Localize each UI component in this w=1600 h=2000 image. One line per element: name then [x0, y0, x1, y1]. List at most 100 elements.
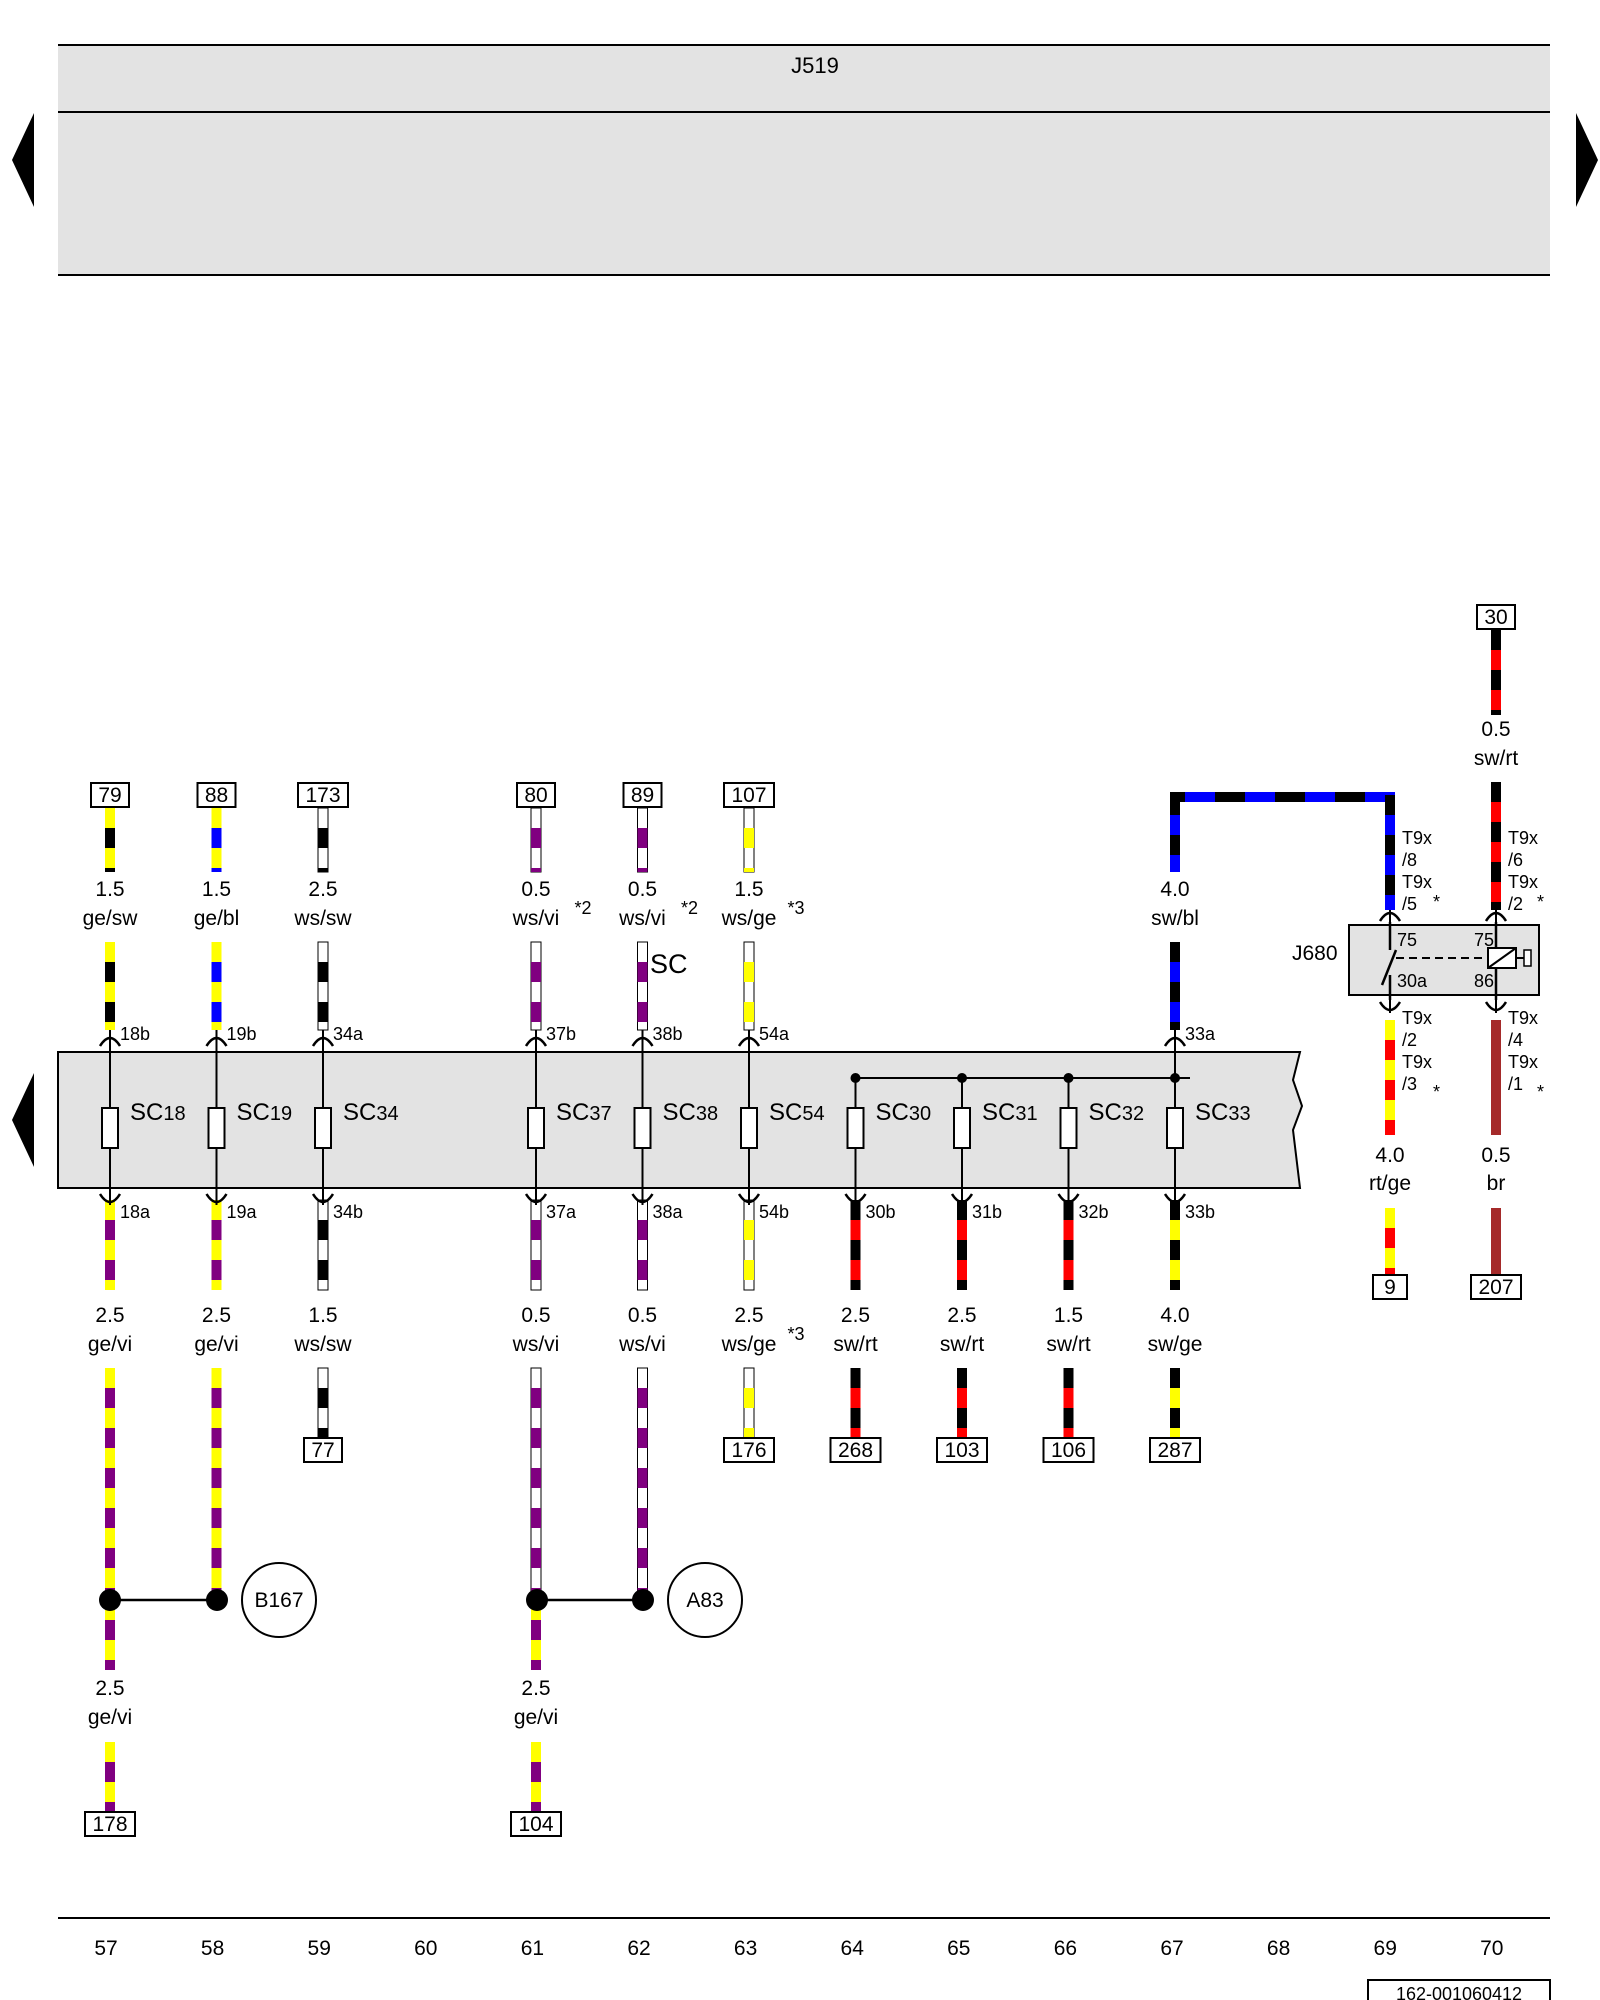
top-wire-57-ref-text: 79	[98, 784, 121, 807]
top-wire-63-upper	[743, 807, 755, 873]
relay-out-left-upper	[1385, 1020, 1395, 1135]
lower-wire-57-upper	[105, 1600, 115, 1670]
relay-conn-left-top-2: T9x	[1402, 872, 1432, 892]
top-wire-61-ref-text: 80	[524, 784, 547, 807]
component-b167-label: B167	[254, 1589, 303, 1612]
bottom-wire-64-ref-text: 268	[838, 1439, 873, 1462]
top-wire-62-ref[interactable]: 89	[622, 782, 663, 808]
fuse-term-bottom: 38a	[653, 1202, 684, 1222]
bottom-wire-58-size: 2.5	[202, 1304, 231, 1327]
top-wire-61-ref[interactable]: 80	[516, 782, 556, 808]
column-number-58: 58	[201, 1937, 224, 1960]
relay-conn-left-top-1: /8	[1402, 850, 1417, 870]
bottom-wire-65-ref[interactable]: 103	[936, 1437, 988, 1463]
bottom-wire-63-upper	[743, 1199, 755, 1291]
relay-out-right-ref-text: 207	[1478, 1276, 1513, 1299]
top-wire-59-ref-text: 173	[305, 784, 340, 807]
relay-conn-right-top-0: T9x	[1508, 828, 1538, 848]
top-wire-57-ref[interactable]: 79	[90, 782, 130, 808]
relay-out-left-ref[interactable]: 9	[1372, 1274, 1408, 1300]
top-wire-58-ref[interactable]: 88	[196, 782, 237, 808]
prev-page-arrow-icon-lower[interactable]	[12, 1073, 34, 1167]
column-number-62: 62	[627, 1937, 650, 1960]
top-wire-58-color: ge/bl	[194, 907, 240, 930]
relay-wire-in-ref[interactable]: 30	[1476, 604, 1516, 630]
fuse-top-connector	[631, 1035, 654, 1056]
lower-wire-57-ref[interactable]: 178	[84, 1811, 136, 1837]
bottom-wire-62-lower	[637, 1367, 648, 1601]
relay-j680: J680 75 30a 75 86	[1292, 922, 1540, 1000]
top-wire-59-size: 2.5	[308, 878, 337, 901]
fuse-label: SC18	[130, 1099, 186, 1126]
top-wire-63-ref-text: 107	[731, 784, 766, 807]
bottom-wire-66-size: 1.5	[1054, 1304, 1083, 1327]
top-wire-63-ref[interactable]: 107	[723, 782, 775, 808]
relay-out-right-ref[interactable]: 207	[1470, 1274, 1522, 1300]
component-a83-label: A83	[686, 1589, 723, 1612]
top-wire-61-size: 0.5	[521, 878, 550, 901]
relay-out-right-upper	[1491, 1020, 1501, 1135]
bottom-wire-67-upper	[1170, 1200, 1180, 1290]
top-wire-59-color: ws/sw	[293, 907, 352, 930]
fuse-term-bottom: 30b	[866, 1202, 896, 1222]
top-wire-63-lower	[743, 941, 755, 1031]
fuse-bottom-connector	[311, 1184, 335, 1205]
fuse-top-connector	[98, 1035, 122, 1056]
bottom-wire-63-ref[interactable]: 176	[723, 1437, 775, 1463]
bottom-wire-66-lower	[1063, 1368, 1074, 1438]
relay-conn-right-top-2: T9x	[1508, 872, 1538, 892]
relay-out-left-size: 4.0	[1375, 1144, 1404, 1167]
relay-conn-left-bottom-1: /2	[1402, 1030, 1417, 1050]
lower-wire-61-size: 2.5	[521, 1677, 550, 1700]
top-wire-62-size: 0.5	[628, 878, 657, 901]
relay-wire-in-color: sw/rt	[1474, 747, 1518, 770]
fuse-term-bottom: 32b	[1079, 1202, 1109, 1222]
fuse-bottom-connector	[1057, 1184, 1080, 1205]
bottom-wire-59-ref[interactable]: 77	[303, 1437, 343, 1463]
top-wire-57-upper	[105, 808, 115, 872]
bottom-wire-61-upper	[530, 1199, 542, 1291]
next-page-arrow-icon[interactable]	[1576, 113, 1598, 207]
bottom-wire-64-upper	[850, 1200, 861, 1290]
prev-page-arrow-icon[interactable]	[12, 113, 34, 207]
bottom-wire-66-ref-text: 106	[1051, 1439, 1086, 1462]
relay-feed-drop	[1385, 795, 1395, 910]
relay-conn-left-top-0: T9x	[1402, 828, 1432, 848]
bottom-wire-64-ref[interactable]: 268	[829, 1437, 882, 1463]
bottom-wire-66-ref[interactable]: 106	[1042, 1437, 1095, 1463]
bottom-wire-57-lower	[105, 1368, 115, 1600]
column-number-64: 64	[841, 1937, 865, 1960]
lower-wire-61-ref[interactable]: 104	[510, 1811, 562, 1837]
bottom-wire-67-lower	[1170, 1368, 1180, 1438]
lower-wire-61-upper	[531, 1600, 541, 1670]
column-number-65: 65	[947, 1937, 970, 1960]
relay-conn-left-bottom-2: T9x	[1402, 1052, 1432, 1072]
column-number-66: 66	[1054, 1937, 1077, 1960]
bottom-wire-67-ref[interactable]: 287	[1149, 1437, 1201, 1463]
fuse-label: SC37	[556, 1099, 612, 1126]
fuse-bottom-connector	[205, 1184, 228, 1205]
column-number-63: 63	[734, 1937, 757, 1960]
top-wire-59-ref[interactable]: 173	[297, 782, 349, 808]
fuse-label: SC34	[343, 1099, 399, 1126]
relay-label: J680	[1292, 942, 1338, 965]
fuse-bottom-connector	[524, 1184, 548, 1205]
top-wire-57-color: ge/sw	[83, 907, 139, 930]
top-wire-61-note: *2	[574, 898, 591, 918]
column-number-60: 60	[414, 1937, 437, 1960]
lower-wire-61-color: ge/vi	[514, 1706, 558, 1729]
bottom-wire-61-size: 0.5	[521, 1304, 550, 1327]
fuse-label: SC38	[663, 1099, 719, 1126]
bottom-wire-64-color: sw/rt	[833, 1333, 877, 1356]
